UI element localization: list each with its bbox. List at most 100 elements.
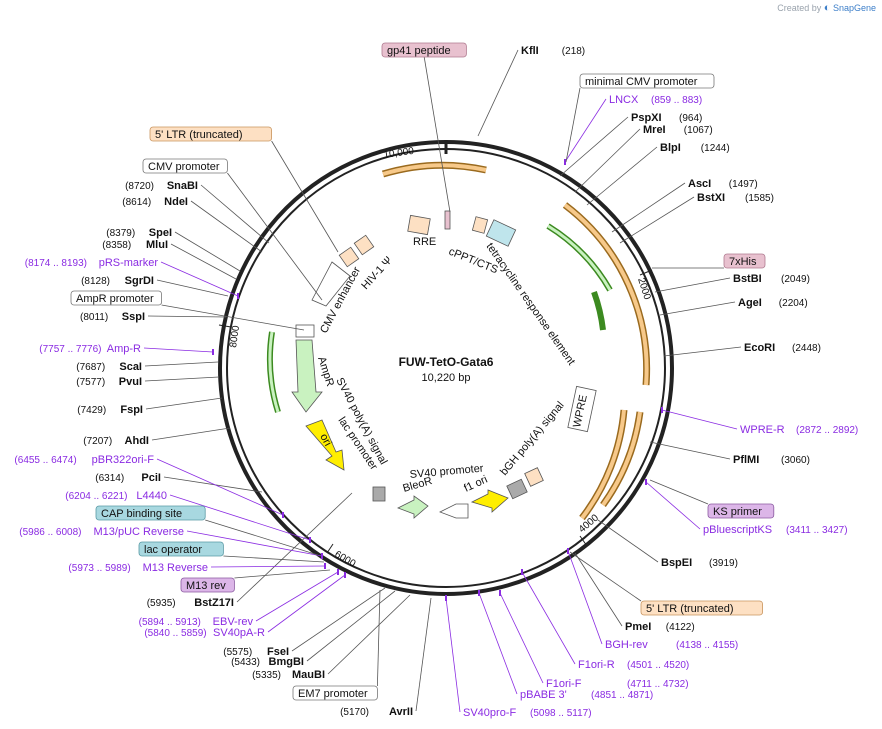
feature-box-label: AmpR promoter xyxy=(76,293,154,305)
site-label-ahdi: AhdI(7207) xyxy=(83,435,149,447)
site-name: FspI xyxy=(120,404,143,416)
site-leader xyxy=(145,397,223,410)
primer-position: (3411 .. 3427) xyxy=(786,525,848,536)
tick-mark-2000 xyxy=(639,269,653,276)
cppt-feature-box xyxy=(471,216,489,234)
primer-leader xyxy=(186,530,323,557)
site-label-mlui: MluI(8358) xyxy=(102,239,168,251)
primer-leader xyxy=(661,409,738,430)
snapgene-logo-icon: ◐ xyxy=(823,2,831,14)
cmv-small-box xyxy=(295,324,315,338)
site-leader xyxy=(156,279,229,297)
site-label-pspxi: PspXI(964) xyxy=(631,112,702,124)
primer-label-pbluescriptks: pBluescriptKS(3411 .. 3427) xyxy=(703,524,848,536)
site-label-bstxi: BstXI(1585) xyxy=(697,192,774,204)
feature-box-ks-primer: KS primer xyxy=(707,503,775,519)
site-leader xyxy=(574,128,641,193)
feature-box-7xhis: 7xHis xyxy=(723,253,766,269)
site-position: (7687) xyxy=(76,362,105,373)
site-position: (5935) xyxy=(147,598,176,609)
orf-arc-lower2-fill xyxy=(601,411,642,507)
site-label-avrii: AvrII (5170) xyxy=(340,706,413,718)
primer-label-lncx: LNCX(859 .. 883) xyxy=(609,94,702,106)
site-position: (8614) xyxy=(122,197,151,208)
primer-leader xyxy=(567,550,603,645)
tick-mark-6000 xyxy=(326,543,334,554)
orf-arc-right-fill xyxy=(563,203,649,386)
site-position: (5170) xyxy=(340,707,369,718)
site-label-asci: AscI(1497) xyxy=(688,178,758,190)
site-position: (5575) xyxy=(223,647,252,658)
feature-box-bg xyxy=(381,42,467,58)
primer-name: EBV-rev xyxy=(213,616,254,628)
site-name: BlpI xyxy=(660,142,681,154)
site-name: NdeI xyxy=(164,196,188,208)
primer-label-sv40pa-r: SV40pA-R (5840 .. 5859) xyxy=(144,627,265,639)
primer-leader xyxy=(499,592,544,684)
ampr-arrow xyxy=(291,339,323,413)
site-leader xyxy=(200,184,270,244)
primer-name: M13 Reverse xyxy=(143,562,208,574)
primer-leader xyxy=(564,98,607,163)
brand-name: SnapGene xyxy=(832,3,876,13)
hiv-psi-feature-box xyxy=(353,234,375,256)
site-leader xyxy=(559,116,629,177)
site-name: AvrII xyxy=(389,706,413,718)
site-position: (7429) xyxy=(77,405,106,416)
feature-box-bg xyxy=(640,600,763,616)
primer-leader xyxy=(267,574,346,633)
plasmid-size: 10,220 bp xyxy=(422,372,471,384)
plasmid-name: FUW-TetO-Gata6 xyxy=(399,355,494,369)
feature-leader xyxy=(227,172,323,301)
tick-mark-4000 xyxy=(579,535,588,547)
site-position: (2448) xyxy=(792,343,821,354)
feature-box-label: minimal CMV promoter xyxy=(585,76,698,88)
site-position: (8358) xyxy=(102,240,131,251)
feature-box-gp41-peptide: gp41 peptide xyxy=(381,42,467,58)
site-label-snabi: SnaBI(8720) xyxy=(125,180,198,192)
feature-box-label: 7xHis xyxy=(729,256,757,268)
site-leader xyxy=(163,476,263,493)
feature-leader xyxy=(377,589,381,687)
primer-position: (8174 .. 8193) xyxy=(25,258,87,269)
feature-box-cmv-promoter: CMV promoter xyxy=(142,158,228,174)
site-label-blpi: BlpI (1244) xyxy=(660,142,730,154)
site-leader xyxy=(144,376,220,382)
primer-position: (2872 .. 2892) xyxy=(796,425,858,436)
site-position: (2049) xyxy=(781,274,810,285)
site-leader xyxy=(291,587,386,652)
feature-box-bg xyxy=(579,73,715,89)
site-position: (5433) xyxy=(231,657,260,668)
site-position: (1244) xyxy=(701,143,730,154)
ori-label: ori xyxy=(317,432,333,448)
primer-position: (7757 .. 7776) xyxy=(39,344,101,355)
site-position: (1585) xyxy=(745,193,774,204)
site-position: (1497) xyxy=(729,179,758,190)
site-name: BmgBI xyxy=(269,656,304,668)
feature-leader xyxy=(423,56,451,213)
site-label-ndei: NdeI (8614) xyxy=(122,196,188,208)
site-label-sgrdi: SgrDI(8128) xyxy=(81,275,154,287)
primer-position: (4711 .. 4732) xyxy=(627,679,689,690)
primer-label-f1ori-r: F1ori-R(4501 .. 4520) xyxy=(578,659,689,671)
feature-leader xyxy=(205,519,319,556)
site-position: (7577) xyxy=(76,377,105,388)
site-leader xyxy=(415,597,432,712)
feature-box-minimal-cmv-promoter: minimal CMV promoter xyxy=(579,73,715,89)
primer-leader xyxy=(156,458,284,516)
site-name: AgeI xyxy=(738,297,762,309)
primer-position: (6204 .. 6221) xyxy=(65,491,127,502)
feature-box-label: EM7 promoter xyxy=(298,688,368,700)
site-leader xyxy=(619,196,695,244)
feature-box-label: KS primer xyxy=(713,506,762,518)
green-arc-small xyxy=(591,290,606,331)
primer-position: (5840 .. 5859) xyxy=(144,628,206,639)
primer-name: SV40pA-R xyxy=(213,627,265,639)
site-name: SpeI xyxy=(149,227,172,239)
site-name: AhdI xyxy=(125,435,149,447)
feature-leader xyxy=(569,551,642,602)
feature-box-label: lac operator xyxy=(144,544,202,556)
primer-leader xyxy=(255,571,339,622)
site-label-fsei: FseI(5575) xyxy=(223,646,289,658)
site-label-fspi: FspI (7429) xyxy=(77,404,143,416)
